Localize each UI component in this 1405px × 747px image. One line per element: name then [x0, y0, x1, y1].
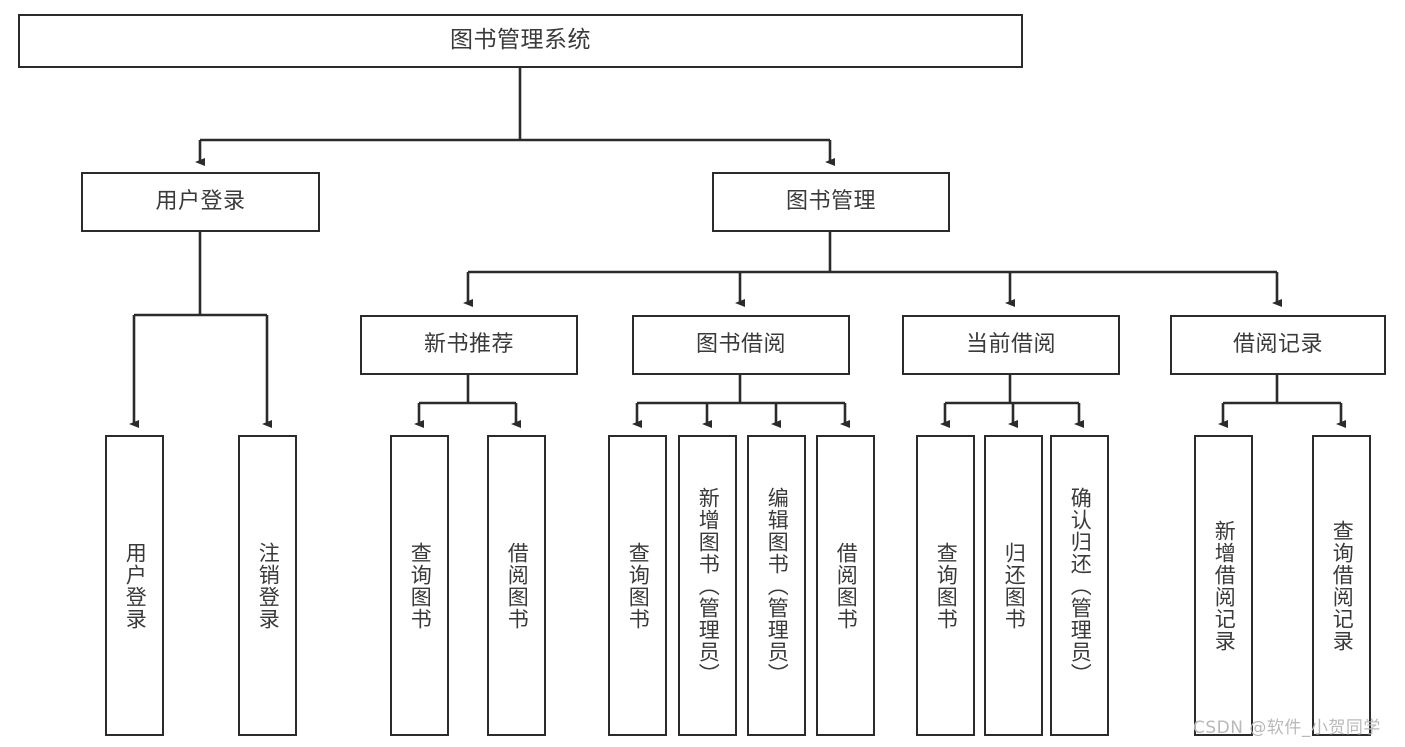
node-label: 借阅记录: [1232, 331, 1323, 357]
leaf-query-book-recommend[interactable]: 查询图书: [390, 435, 449, 736]
leaf-add-borrow-record[interactable]: 新增借阅记录: [1194, 435, 1253, 736]
node-label: 注销登录: [256, 541, 281, 630]
node-label: 当前借阅: [965, 331, 1056, 357]
leaf-borrow-book-recommend[interactable]: 借阅图书: [487, 435, 546, 736]
node-label: 图书管理系统: [450, 27, 591, 54]
node-label: 查询借阅记录: [1330, 519, 1355, 652]
leaf-user-login[interactable]: 用户登录: [105, 435, 164, 736]
node-label: 查询图书: [626, 541, 651, 630]
node-book-management[interactable]: 图书管理: [712, 172, 950, 232]
node-label: 新增借阅记录: [1212, 519, 1237, 652]
leaf-return-book[interactable]: 归还图书: [984, 435, 1043, 736]
leaf-add-book-admin[interactable]: 新增图书（管理员）: [678, 435, 737, 736]
node-borrow-record[interactable]: 借阅记录: [1170, 315, 1386, 375]
node-label: 借阅图书: [505, 541, 530, 630]
leaf-query-book-borrow[interactable]: 查询图书: [608, 435, 667, 736]
node-new-book-recommend[interactable]: 新书推荐: [360, 315, 578, 375]
node-label: 归还图书: [1002, 541, 1027, 630]
watermark: CSDN @软件_小贺同学: [1193, 718, 1381, 738]
leaf-edit-book-admin[interactable]: 编辑图书（管理员）: [747, 435, 806, 736]
node-label: 确认归还（管理员）: [1068, 486, 1093, 685]
node-label: 查询图书: [934, 541, 959, 630]
node-label: 图书管理: [785, 188, 876, 214]
leaf-query-book-current[interactable]: 查询图书: [916, 435, 975, 736]
node-current-borrow[interactable]: 当前借阅: [902, 315, 1120, 375]
leaf-borrow-book[interactable]: 借阅图书: [816, 435, 875, 736]
node-label: 编辑图书（管理员）: [765, 486, 790, 685]
node-label: 新增图书（管理员）: [696, 486, 721, 685]
node-label: 借阅图书: [834, 541, 859, 630]
node-label: 查询图书: [408, 541, 433, 630]
leaf-confirm-return-admin[interactable]: 确认归还（管理员）: [1050, 435, 1109, 736]
node-user-login[interactable]: 用户登录: [81, 172, 320, 232]
node-label: 用户登录: [123, 541, 148, 630]
node-label: 图书借阅: [695, 331, 786, 357]
node-root-book-management-system[interactable]: 图书管理系统: [18, 14, 1023, 68]
node-book-borrow[interactable]: 图书借阅: [632, 315, 850, 375]
leaf-query-borrow-record[interactable]: 查询借阅记录: [1312, 435, 1371, 736]
node-label: 用户登录: [155, 188, 246, 214]
leaf-logout[interactable]: 注销登录: [238, 435, 297, 736]
node-label: 新书推荐: [423, 331, 514, 357]
